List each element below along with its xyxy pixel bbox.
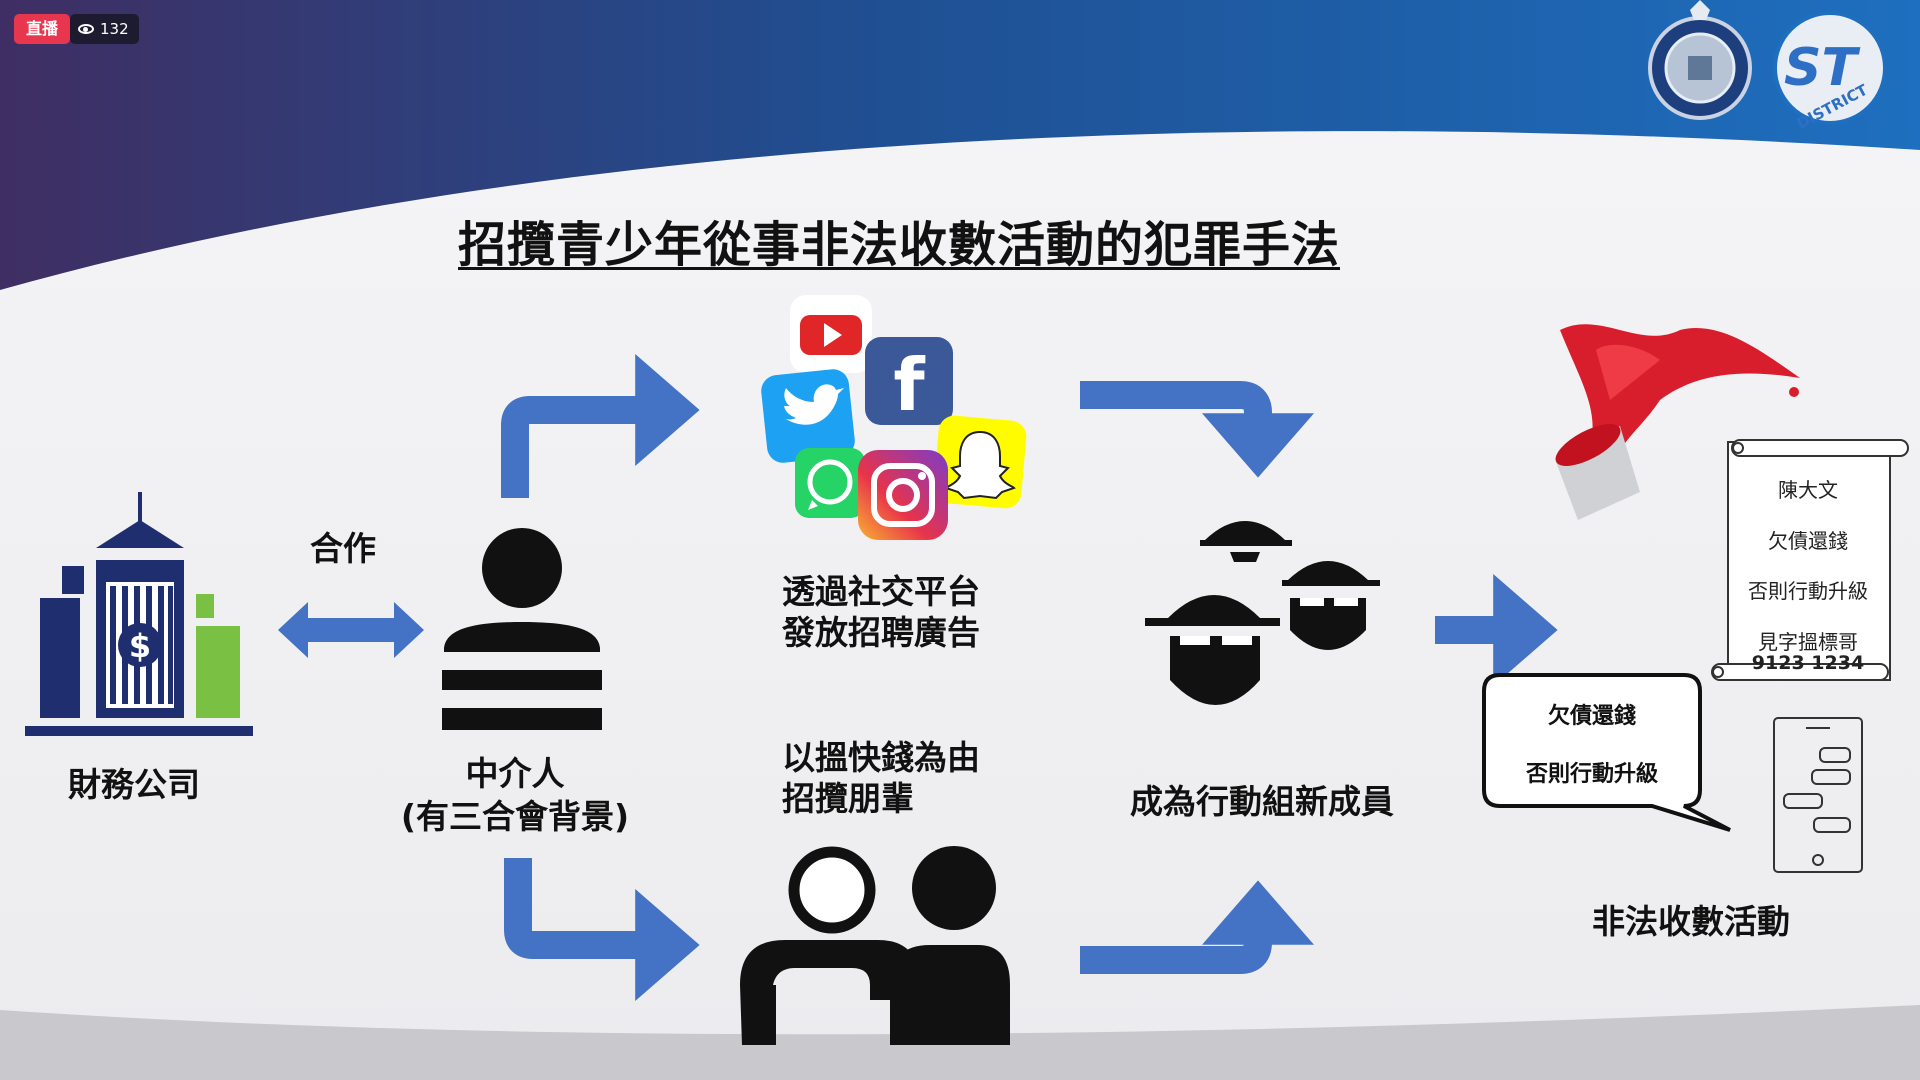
note-line3: 見字搵標哥 <box>1758 630 1858 654</box>
gang-members-icon <box>1145 521 1380 705</box>
bubble-line1: 欠債還錢 <box>1547 704 1636 729</box>
peers-label-line2: 招攬朋輩 <box>782 779 914 818</box>
svg-text:f: f <box>893 343 925 427</box>
finance-company-label: 財務公司 <box>68 765 200 804</box>
instagram-icon <box>858 450 948 540</box>
paint-can-icon <box>1555 324 1800 520</box>
live-badge: 直播 <box>14 14 71 44</box>
note-name: 陳大文 <box>1778 478 1838 502</box>
district-logo-icon: ST DISTRICT <box>1773 11 1887 133</box>
speech-bubble-graphic <box>1482 673 1731 832</box>
middleman-icon <box>442 528 602 730</box>
svg-text:ST: ST <box>1784 38 1860 98</box>
youtube-icon <box>790 295 872 373</box>
facebook-icon: f <box>865 337 953 427</box>
slide-title: 招攬青少年從事非法收數活動的犯罪手法 <box>458 217 1341 273</box>
snapchat-icon <box>933 415 1027 509</box>
finance-building-icon: $ <box>25 492 253 736</box>
viewer-count: 132 <box>100 20 129 38</box>
bubble-line2: 否則行動升級 <box>1525 762 1658 787</box>
note-line2: 否則行動升級 <box>1748 579 1868 603</box>
cooperation-double-arrow <box>278 602 424 658</box>
note-phone: 9123 1234 <box>1751 652 1865 674</box>
eye-icon <box>78 24 94 34</box>
flow-arrows <box>501 354 1558 1001</box>
new-member-label: 成為行動組新成員 <box>1130 782 1394 821</box>
middleman-background-label: (有三合會背景) <box>400 797 630 836</box>
scroll-note-graphic <box>1711 439 1909 681</box>
middleman-label: 中介人 <box>465 754 565 793</box>
social-platform-label-line1: 透過社交平台 <box>782 572 980 611</box>
police-crest-icon <box>1648 0 1752 120</box>
social-platform-label-line2: 發放招聘廣告 <box>782 613 980 652</box>
whatsapp-icon <box>795 448 865 518</box>
peers-label-line1: 以搵快錢為由 <box>782 738 980 777</box>
viewer-count-badge: 132 <box>70 14 139 44</box>
twitter-icon <box>761 369 855 463</box>
svg-text:$: $ <box>129 627 151 665</box>
cooperation-label: 合作 <box>310 529 376 568</box>
note-line1: 欠債還錢 <box>1768 529 1848 553</box>
peers-icon <box>740 846 1010 1045</box>
illegal-collection-label: 非法收數活動 <box>1592 902 1790 941</box>
phone-icon <box>1773 717 1863 873</box>
